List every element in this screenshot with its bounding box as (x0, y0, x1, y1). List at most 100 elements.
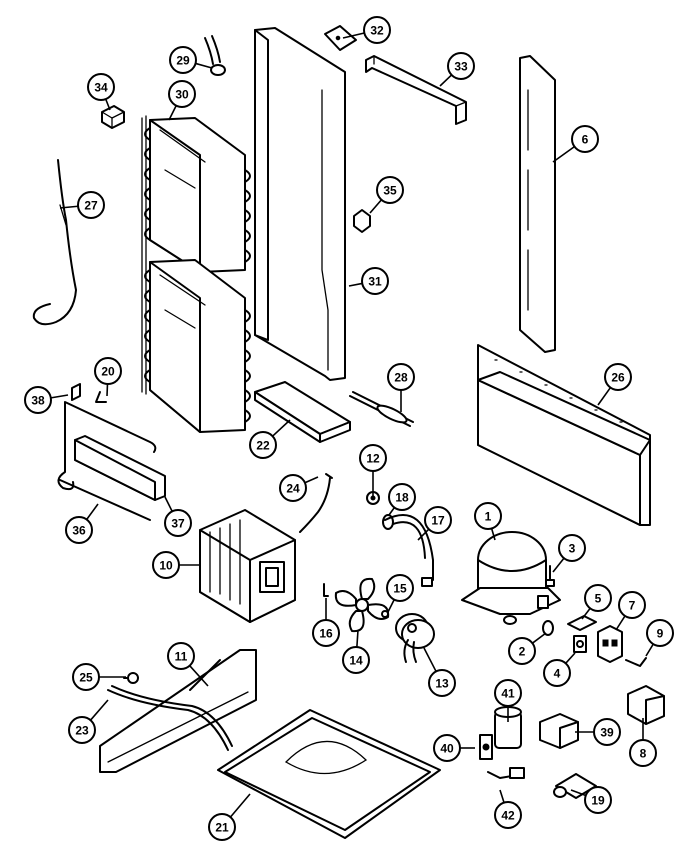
callout-circle-36 (65, 516, 93, 544)
callout-number: 37 (171, 517, 185, 531)
callout-19: 19 (570, 786, 612, 814)
callout-circle-28 (387, 363, 415, 391)
callout-circle-11 (167, 642, 195, 670)
callout-3: 3 (552, 534, 586, 573)
callout-circle-40 (433, 734, 461, 762)
callout-circle-2 (508, 637, 536, 665)
drain-tube-part-27 (32, 159, 77, 326)
callout-circle-37 (164, 509, 192, 537)
leader-line-11 (189, 665, 209, 687)
callout-labels: 1234567891011121314151617181920212223242… (24, 16, 674, 841)
callout-circle-29 (169, 46, 197, 74)
clip-part-16 (323, 583, 329, 597)
callout-10: 10 (152, 551, 200, 579)
callout-38: 38 (24, 386, 69, 414)
callout-13: 13 (423, 647, 456, 697)
leader-line-23 (89, 699, 109, 721)
callout-number: 42 (501, 809, 515, 823)
callout-number: 9 (657, 627, 664, 641)
callout-4: 4 (543, 652, 576, 687)
callout-circle-19 (584, 786, 612, 814)
leader-line-27 (59, 205, 79, 209)
leader-line-37 (164, 496, 173, 512)
leader-line-18 (388, 507, 396, 516)
callout-circle-32 (363, 16, 391, 44)
callout-number: 33 (454, 60, 468, 74)
fan-motor-part-13 (395, 613, 435, 663)
callout-37: 37 (164, 496, 192, 537)
leader-line-42 (499, 789, 505, 803)
callout-circle-17 (424, 506, 452, 534)
leader-line-22 (271, 419, 291, 437)
callout-number: 3 (569, 542, 576, 556)
heater-part-28 (349, 391, 414, 427)
callout-32: 32 (342, 16, 391, 44)
leader-line-32 (342, 32, 365, 39)
leader-line-5 (581, 607, 591, 620)
bracket-part-32 (324, 25, 357, 51)
callout-39: 39 (575, 718, 621, 746)
callout-1: 1 (474, 502, 502, 541)
evaporator-coil-assembly (141, 115, 251, 433)
leader-line-2 (531, 632, 547, 644)
callout-17: 17 (417, 506, 452, 541)
bracket-part-20 (95, 391, 107, 403)
callout-25: 25 (72, 663, 126, 691)
callout-number: 38 (31, 394, 45, 408)
callout-number: 12 (366, 452, 380, 466)
condenser-block-part-10 (199, 509, 296, 623)
socket-part-19 (553, 773, 597, 799)
callout-28: 28 (387, 363, 415, 412)
callout-circle-10 (152, 551, 180, 579)
callout-circle-20 (94, 357, 122, 385)
callout-number: 28 (394, 371, 408, 385)
callout-40: 40 (433, 734, 475, 762)
overload-part-4 (573, 635, 587, 653)
leader-line-7 (615, 615, 626, 631)
leader-line-34 (104, 98, 111, 111)
callout-15: 15 (386, 574, 414, 613)
leader-line-17 (417, 528, 430, 541)
callout-circle-7 (618, 591, 646, 619)
callout-5: 5 (581, 584, 612, 620)
callout-22: 22 (249, 419, 291, 459)
callout-7: 7 (615, 591, 646, 631)
callout-circle-26 (604, 363, 632, 391)
callout-11: 11 (167, 642, 209, 687)
callout-number: 40 (440, 742, 454, 756)
callout-30: 30 (168, 80, 196, 121)
block-part-34 (101, 105, 125, 129)
callout-circle-39 (593, 718, 621, 746)
callout-26: 26 (597, 363, 632, 406)
callout-number: 34 (94, 81, 108, 95)
clip-part-25 (123, 672, 139, 684)
condenser-plate-part-26 (477, 344, 651, 526)
relay-clip-part-5 (567, 615, 597, 631)
callout-33: 33 (439, 52, 475, 87)
heater-loop-part-36 (57, 401, 157, 521)
clip-part-38 (71, 383, 81, 401)
wire-clip-part-9 (625, 657, 647, 667)
leader-line-19 (570, 789, 587, 797)
callout-42: 42 (494, 789, 522, 829)
leader-line-14 (356, 629, 359, 648)
callout-circle-38 (24, 386, 52, 414)
drip-tray-part-22 (254, 381, 351, 443)
callout-circle-41 (494, 679, 522, 707)
callout-circle-23 (68, 716, 96, 744)
callout-number: 7 (629, 599, 636, 613)
callout-27: 27 (59, 191, 105, 219)
callout-number: 41 (501, 687, 515, 701)
callout-number: 30 (175, 88, 189, 102)
callout-21: 21 (208, 793, 251, 841)
callout-number: 2 (519, 645, 526, 659)
strip-part-6 (519, 55, 556, 353)
washer-part-15 (381, 610, 389, 618)
callout-20: 20 (94, 357, 122, 397)
air-duct-panel-part-31 (254, 27, 346, 381)
leader-line-13 (423, 647, 437, 672)
callout-circle-33 (447, 52, 475, 80)
leader-line-35 (369, 199, 383, 214)
callout-number: 14 (349, 654, 363, 668)
